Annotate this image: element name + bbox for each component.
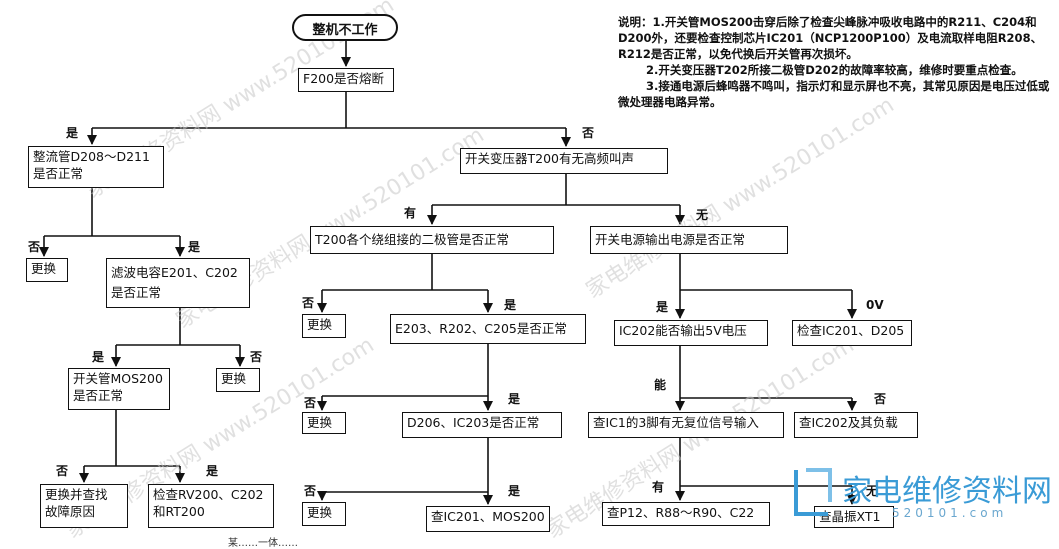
note-2: 2.开关变压器T202所接二极管D202的故障率较高，维修时要重点检查。 bbox=[646, 63, 1023, 77]
label-no: 否 bbox=[304, 484, 317, 498]
label-no: 否 bbox=[302, 296, 315, 310]
figure-caption: 某……一体…… bbox=[228, 538, 298, 549]
node-f200: F200是否熔断 bbox=[298, 68, 394, 92]
label-can: 能 bbox=[654, 378, 667, 392]
node-replace-a: 更换 bbox=[26, 258, 68, 282]
label-yes: 是 bbox=[508, 484, 521, 498]
node-check-crystal: 查晶振XT1 bbox=[814, 506, 894, 528]
label-have: 有 bbox=[652, 480, 665, 494]
node-check-p12: 查P12、R88～R90、C22 bbox=[602, 502, 770, 526]
label-yes: 是 bbox=[508, 392, 521, 406]
label-yes: 是 bbox=[656, 300, 669, 314]
node-replace-d: 更换 bbox=[302, 412, 346, 434]
node-check-rv200: 检查RV200、C202 和RT200 bbox=[148, 484, 274, 528]
logo-url: 520101.com bbox=[892, 506, 1008, 520]
node-check-ic202: 查IC202及其负载 bbox=[794, 412, 918, 438]
node-e203: E203、R202、C205是否正常 bbox=[390, 314, 586, 344]
label-no: 否 bbox=[874, 392, 887, 406]
label-zero-v: 0V bbox=[866, 298, 884, 312]
node-d206: D206、IC203是否正常 bbox=[402, 412, 562, 438]
node-ic202-5v: IC202能否输出5V电压 bbox=[614, 320, 768, 346]
node-ic1-reset: 查IC1的3脚有无复位信号输入 bbox=[588, 412, 784, 438]
node-check-ic201-mos: 查IC201、MOS200 bbox=[426, 506, 550, 532]
node-output-power: 开关电源输出电源是否正常 bbox=[590, 226, 788, 254]
label-no: 否 bbox=[28, 240, 41, 254]
label-no: 否 bbox=[56, 464, 69, 478]
label-yes: 是 bbox=[66, 126, 79, 140]
node-filter-cap: 滤波电容E201、C202 是否正常 bbox=[106, 258, 250, 308]
node-rect-diodes: 整流管D208～D211 是否正常 bbox=[28, 146, 164, 188]
node-trans-sound: 开关变压器T200有无高频叫声 bbox=[460, 148, 668, 174]
node-replace-e: 更换 bbox=[302, 502, 346, 526]
label-no: 否 bbox=[304, 396, 317, 410]
label-no: 否 bbox=[250, 350, 263, 364]
label-yes: 是 bbox=[504, 298, 517, 312]
node-replace-b: 更换 bbox=[302, 314, 346, 338]
logo-name: 家电维修资料网 bbox=[842, 474, 1052, 509]
node-replace-c: 更换 bbox=[216, 368, 260, 392]
logo-mark-icon bbox=[794, 468, 832, 516]
node-check-ic201-d205: 检查IC201、D205 bbox=[792, 320, 912, 346]
notes-block: 说明：1.开关管MOS200击穿后除了检查尖峰脉冲吸收电路中的R211、C204… bbox=[618, 14, 1058, 110]
node-winding-diodes: T200各个绕组接的二极管是否正常 bbox=[310, 226, 554, 254]
label-have: 有 bbox=[404, 206, 417, 220]
label-no: 否 bbox=[582, 126, 595, 140]
start-node: 整机不工作 bbox=[292, 14, 398, 41]
node-mos200: 开关管MOS200 是否正常 bbox=[68, 368, 170, 410]
label-yes: 是 bbox=[188, 240, 201, 254]
note-1: 说明：1.开关管MOS200击穿后除了检查尖峰脉冲吸收电路中的R211、C204… bbox=[618, 15, 1043, 61]
label-yes: 是 bbox=[206, 464, 219, 478]
label-none: 无 bbox=[696, 208, 709, 222]
site-logo: 家电维修资料网 520101.com bbox=[792, 466, 1054, 536]
note-3: 3.接通电源后蜂鸣器不鸣叫，指示灯和显示屏也不亮，其常见原因是电压过低或微处理器… bbox=[618, 79, 1050, 109]
node-replace-find: 更换并查找 故障原因 bbox=[40, 484, 128, 528]
label-yes: 是 bbox=[92, 350, 105, 364]
label-none: 无 bbox=[866, 484, 879, 498]
